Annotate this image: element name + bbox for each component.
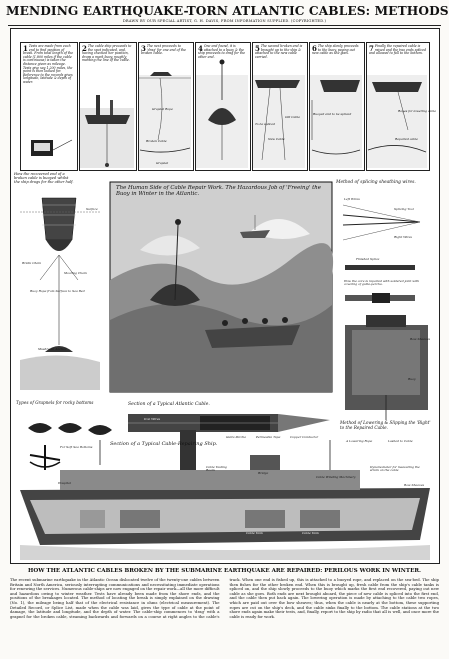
- cable-ship-section: [20, 430, 430, 560]
- bow-sheaves-2-label: Bow Sheaves: [404, 483, 425, 487]
- lowering-drawing-7: Ropes for lowering cable Repaired cable: [367, 75, 436, 168]
- cable-section-drawing: [128, 414, 330, 432]
- cable-tank-2-label: Cable Tank: [302, 531, 319, 535]
- how-buoyed-caption: How the recovered end of a broken cable …: [14, 172, 74, 184]
- broken-cable-label: Broken Cable: [145, 139, 167, 143]
- repaired-cable-label: Repaired cable: [394, 137, 418, 141]
- iron-wires-label: Iron Wires: [144, 417, 161, 421]
- test-instrument-drawing: [31, 139, 73, 156]
- splicing-diagram: [342, 204, 421, 303]
- method-lowering-caption: Method of Lowering & Slipping the 'Bight…: [340, 420, 431, 430]
- finished-splice-label: Finished Splice: [356, 257, 380, 261]
- page-title: MENDING EARTHQUAKE-TORN ATLANTIC CABLES:…: [6, 4, 449, 18]
- ropes-lowering-label: Ropes for lowering cable: [397, 109, 436, 113]
- buoyed-label: Buoyed and to be spliced: [312, 112, 351, 116]
- hospital-label: Hospital: [58, 481, 71, 485]
- buoy-label: Buoy: [408, 377, 416, 381]
- cable-winding-label: Cable Winding Machinery: [316, 475, 356, 479]
- old-cable-label: Old Cable: [285, 115, 300, 119]
- grapnel-drawing-3: Grapnel Rope Broken Cable Grapnel: [139, 72, 191, 168]
- article-body: The recent submarine earthquake in the A…: [10, 577, 439, 619]
- tape-label: Permeable Tape: [256, 435, 281, 439]
- new-cable-label: New Cable: [267, 137, 285, 141]
- cable-tank-label: Cable Tank: [246, 531, 263, 535]
- surface-label: Surface: [86, 207, 98, 211]
- bow-sheaves-label: Bow Sheaves: [410, 337, 431, 341]
- copper-label: Copper Conductor: [290, 435, 319, 439]
- gutta-label: Gutta Percha: [226, 435, 246, 439]
- paying-out-drawing-6: Buoyed and to be spliced: [310, 75, 362, 168]
- bridle-chain-label: Bridle Chain: [22, 261, 42, 265]
- soft-bottom-label: For Soft Sea Bottoms: [60, 445, 93, 449]
- section-cable-caption: Section of a Typical Atlantic Cable.: [128, 402, 210, 407]
- human-side-caption: The Human Side of Cable Repair Work. The…: [116, 185, 321, 197]
- grapnel-types: [28, 423, 112, 470]
- splicing-caption: Method of splicing sheathing wires.: [336, 180, 416, 185]
- splicing-tool-label: Splicing Tool: [394, 207, 414, 211]
- mushroom-label: Mushroom Anchor: [38, 347, 67, 351]
- lashed-label: Lashed to Cable: [388, 439, 413, 443]
- buoy-rope-label: Buoy Rope from Surface to Sea Bed: [30, 289, 85, 293]
- title-rule: [8, 25, 441, 26]
- cable-ship-drawing-2: [80, 95, 134, 168]
- buoy-drawing-4: [196, 59, 248, 168]
- cable-testing-label: Cable Testing Room: [206, 465, 227, 473]
- mooring-chain-label: Mooring Chain: [64, 271, 87, 275]
- ship-bow-drawing: [345, 315, 428, 420]
- buoy-freeing-painting: [109, 181, 334, 393]
- article-heading: HOW THE ATLANTIC CABLES BROKEN BY THE SU…: [28, 568, 421, 574]
- left-wires-label: Left Wires: [344, 197, 360, 201]
- to-be-spliced-label: To be spliced: [255, 122, 275, 126]
- dynamometer-label: Dynamometer for measuring the strain on …: [370, 465, 420, 473]
- byline: DRAWN BY OUR SPECIAL ARTIST, G. H. DAVIS…: [122, 19, 327, 23]
- buoy-rig-diagram: [20, 197, 100, 390]
- types-grapnels-caption: Types of Grapnels for rocky bottoms: [16, 400, 94, 405]
- grapnel-rope-label: Grapnel Rope: [152, 107, 173, 111]
- splice-drawing-5: To be spliced Old Cable New Cable: [253, 75, 305, 168]
- section-ship-caption: Section of a Typical Cable-Repairing Shi…: [110, 441, 218, 447]
- grapnel-label: Grapnel: [156, 161, 168, 165]
- bridge-label: Bridge: [258, 471, 269, 475]
- lowering-rope-label: A Lowering Rope: [346, 439, 373, 443]
- right-wires-label: Right Wires: [394, 235, 412, 239]
- core-repaired-label: How the core is repaired with soldered j…: [344, 279, 420, 287]
